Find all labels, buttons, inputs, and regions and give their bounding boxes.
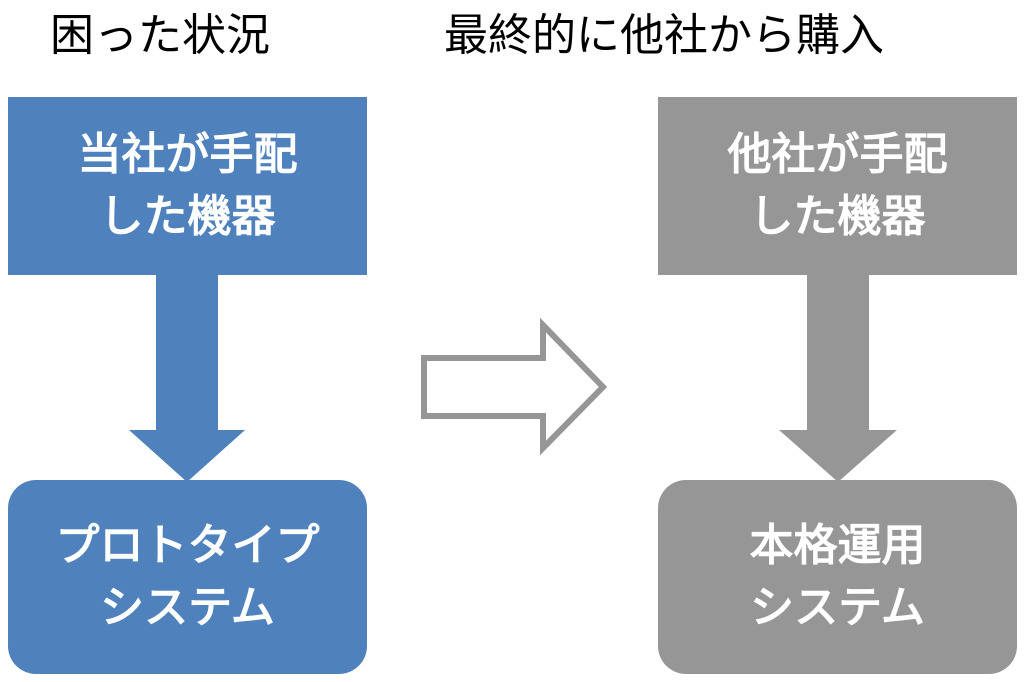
right-source-box: 他社が手配 した機器	[658, 97, 1017, 275]
left-target-box: プロトタイプ システム	[8, 480, 367, 674]
left-source-box: 当社が手配 した機器	[8, 97, 367, 275]
right-down-arrow	[779, 274, 897, 482]
left-heading: 困った状況	[50, 10, 270, 61]
transition-arrow	[421, 317, 608, 456]
left-target-line-2: システム	[100, 582, 275, 633]
right-source-line-2: した機器	[749, 191, 926, 242]
right-source-line-1: 他社が手配	[727, 129, 948, 180]
right-target-box: 本格運用 システム	[658, 480, 1017, 674]
right-target-line-2: システム	[750, 582, 925, 633]
left-source-line-1: 当社が手配	[77, 129, 298, 180]
right-target-line-1: 本格運用	[749, 520, 926, 571]
left-target-line-1: プロトタイプ	[55, 520, 320, 571]
right-heading: 最終的に他社から購入	[444, 10, 884, 61]
left-down-arrow	[129, 274, 245, 482]
left-source-line-2: した機器	[99, 191, 276, 242]
